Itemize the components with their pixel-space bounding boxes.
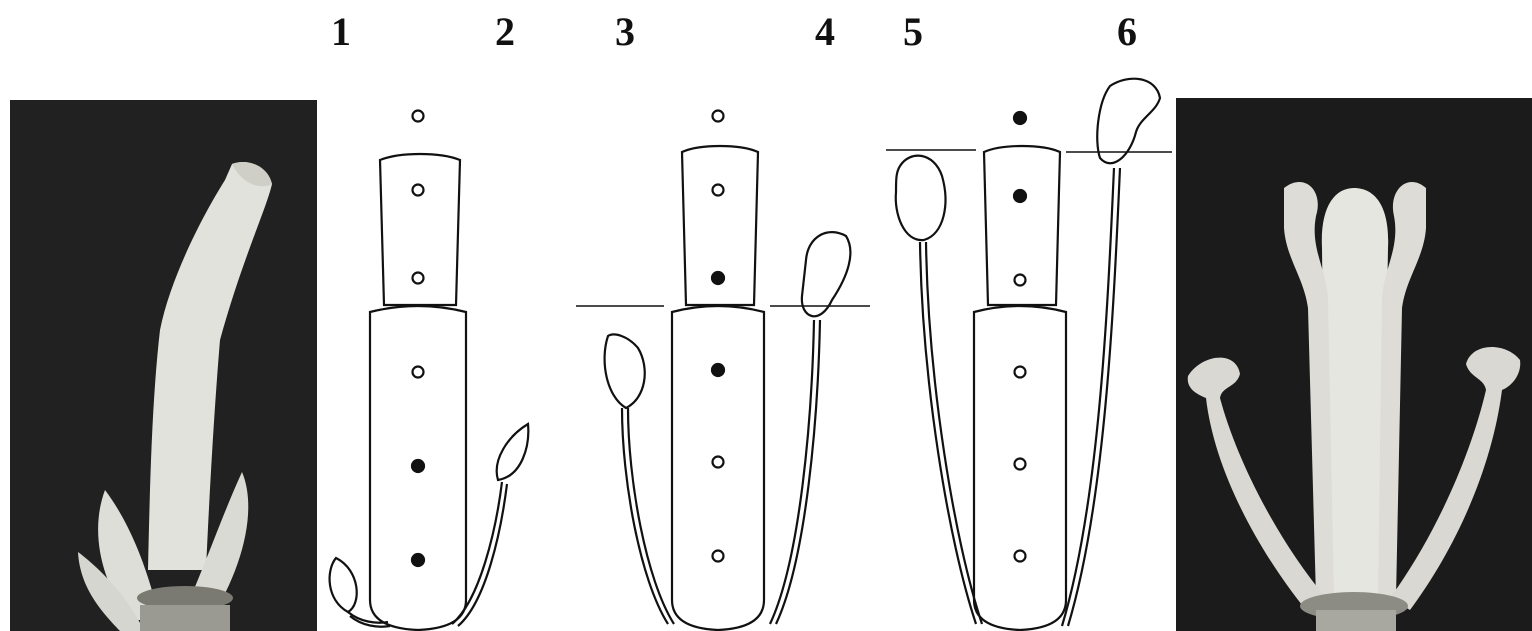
diagram-stage-3-4 <box>576 111 870 631</box>
stigma-dot <box>413 111 424 122</box>
open-flower-photo <box>1176 98 1532 631</box>
diagram-stage-5-6 <box>886 79 1172 630</box>
diagram-stage-1-2 <box>330 111 529 631</box>
